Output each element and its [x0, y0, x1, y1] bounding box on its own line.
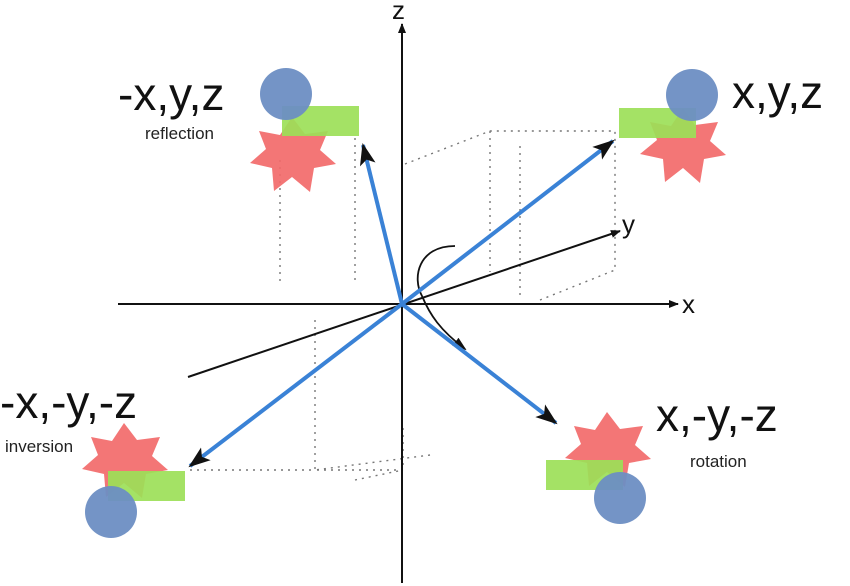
y-axis-label: y [622, 209, 635, 239]
rotation-shapes [546, 412, 651, 524]
reflection-coords-label: -x,y,z [118, 68, 224, 120]
inversion-shapes [82, 423, 185, 538]
x-axis-label: x [682, 289, 695, 319]
rotation-arc [416, 245, 467, 351]
circle-icon [666, 69, 718, 121]
rotation-caption: rotation [690, 452, 747, 471]
circle-icon [594, 472, 646, 524]
inversion-caption: inversion [5, 437, 73, 456]
original-coords-label: x,y,z [732, 66, 823, 118]
star-icon [82, 423, 168, 498]
inversion-coords-label: -x,-y,-z [0, 376, 137, 428]
vector-inversion [188, 302, 404, 468]
rotation-coords-label: x,-y,-z [656, 389, 778, 441]
circle-icon [260, 68, 312, 120]
z-axis-label: z [392, 0, 405, 25]
vector-original [400, 139, 615, 306]
reflection-shapes [250, 68, 359, 192]
vector-rotation [400, 302, 558, 425]
symmetry-vectors [188, 139, 615, 468]
vector-reflection [359, 143, 404, 305]
original-shapes [619, 69, 726, 183]
reflection-caption: reflection [145, 124, 214, 143]
star-icon [565, 412, 651, 487]
circle-icon [85, 486, 137, 538]
